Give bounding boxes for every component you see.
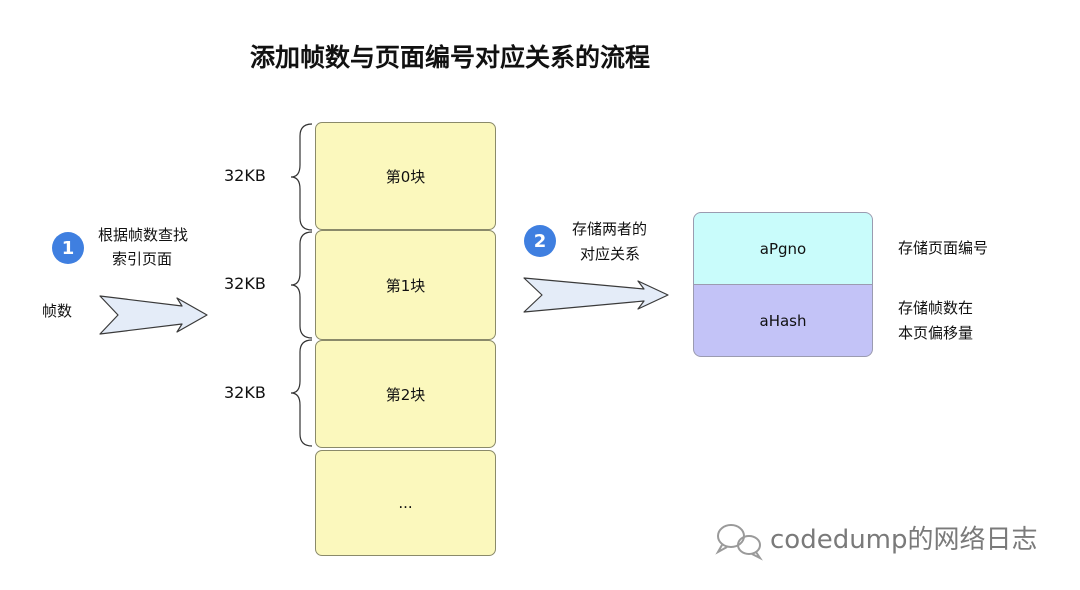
ahash-description-line1: 存储帧数在 [898, 299, 974, 317]
brace-block-2 [290, 339, 313, 447]
arrow-1 [99, 295, 208, 335]
block-0-size-label: 32KB [224, 166, 266, 185]
brace-block-0 [290, 123, 313, 231]
ahash-description-line2: 本页偏移量 [898, 324, 974, 342]
step-1-label-line1: 根据帧数查找 [98, 226, 189, 244]
apgno-description: 存储页面编号 [898, 239, 989, 257]
step-1-badge: 1 [52, 232, 84, 264]
ahash-label: aHash [759, 311, 807, 330]
block-0: 第0块 [315, 122, 496, 230]
brace-block-1 [290, 231, 313, 339]
step-2-label-line2: 对应关系 [580, 245, 641, 263]
block-2-size-label: 32KB [224, 383, 266, 402]
step-2-label-line1: 存储两者的 [572, 220, 648, 238]
step-2-badge: 2 [524, 225, 556, 257]
step-1-label-line2: 索引页面 [112, 250, 173, 268]
frame-number-label: 帧数 [42, 302, 73, 320]
block-more-label: ... [398, 494, 413, 512]
block-0-label: 第0块 [385, 167, 426, 186]
block-1-size-label: 32KB [224, 274, 266, 293]
arrow-2 [523, 277, 669, 313]
block-1: 第1块 [315, 230, 496, 340]
ahash-entry: aHash [693, 285, 873, 357]
apgno-label: aPgno [759, 239, 807, 258]
block-2: 第2块 [315, 340, 496, 448]
watermark-text: codedump的网络日志 [770, 525, 1038, 555]
block-more: ... [315, 450, 496, 556]
watermark-chat-icon [715, 524, 763, 561]
apgno-entry: aPgno [693, 212, 873, 285]
diagram-title: 添加帧数与页面编号对应关系的流程 [250, 43, 651, 72]
block-1-label: 第1块 [385, 276, 426, 295]
block-2-label: 第2块 [385, 385, 426, 404]
